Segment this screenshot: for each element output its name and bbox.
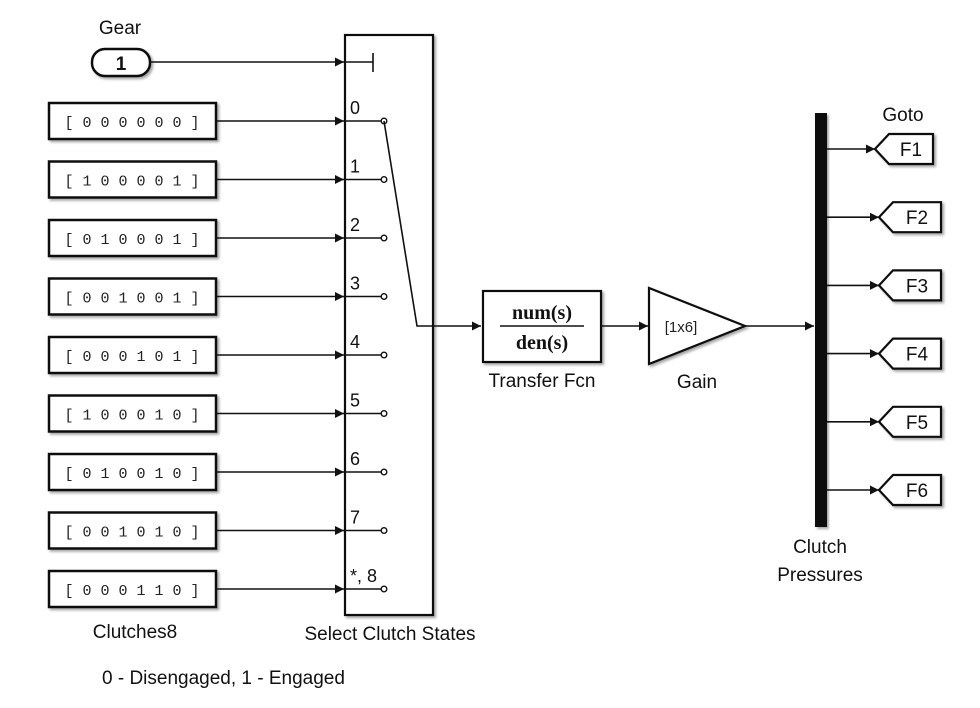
switch-port-label: 1 (350, 157, 360, 177)
switch-port-label: 6 (350, 449, 360, 469)
constant-value: [ 0 0 0 0 0 0 ] (64, 115, 199, 132)
switch-port-contact (380, 468, 388, 476)
constant-block-body[interactable] (47, 101, 218, 141)
goto-label: Goto (882, 105, 923, 126)
demux-label-line1: Clutch (793, 537, 847, 558)
switch-data-port: 3 (345, 274, 388, 301)
switch-port-label: 5 (350, 391, 360, 411)
gear-inport-label: Gear (99, 18, 142, 39)
switch-port-label: 4 (350, 332, 360, 352)
multiport-switch-block[interactable]: 0 1 2 3 4 5 6 7 *, 8 (343, 33, 435, 617)
switch-data-port: 6 (345, 449, 388, 476)
goto-tag-shape[interactable] (877, 269, 943, 302)
switch-port-contact (380, 293, 388, 301)
transfer-fcn-denominator: den(s) (516, 332, 568, 354)
goto-block[interactable]: F6 (877, 473, 943, 507)
switch-port-label: 2 (350, 215, 360, 235)
constant-block[interactable]: [ 1 0 0 0 1 0 ] (47, 394, 218, 433)
gear-inport-number: 1 (116, 54, 127, 75)
constant-value: [ 0 0 0 1 0 1 ] (64, 349, 199, 366)
constant-block[interactable]: [ 0 1 0 0 0 1 ] (47, 218, 218, 258)
transfer-fcn-block[interactable]: num(s) den(s) (481, 289, 603, 364)
switch-data-port: *, 8 (345, 566, 388, 593)
transfer-fcn-numerator: num(s) (512, 302, 572, 324)
switch-block-label: Select Clutch States (304, 624, 475, 645)
goto-block[interactable]: F4 (877, 337, 943, 370)
goto-tag-label: F2 (906, 208, 928, 229)
switch-port-label: *, 8 (350, 566, 377, 586)
constant-value: [ 0 1 0 0 0 1 ] (64, 232, 199, 249)
gain-label: Gain (677, 372, 717, 393)
switch-port-contact (380, 585, 388, 593)
switch-port-contact (380, 351, 388, 359)
goto-tag-shape[interactable] (877, 405, 943, 438)
constant-block[interactable]: [ 0 0 0 1 0 1 ] (47, 335, 218, 375)
goto-tag-shape[interactable] (877, 201, 943, 234)
constant-block[interactable]: [ 0 0 0 1 1 0 ] (47, 569, 218, 609)
goto-block[interactable]: F2 (877, 201, 943, 234)
goto-tag-shape[interactable] (873, 132, 935, 166)
goto-tag-label: F3 (906, 276, 928, 297)
switch-data-port: 2 (345, 215, 388, 242)
transfer-fcn-label: Transfer Fcn (489, 371, 596, 392)
engagement-legend-note: 0 - Disengaged, 1 - Engaged (102, 668, 345, 689)
constant-block-body[interactable] (47, 394, 218, 433)
goto-block[interactable]: F3 (877, 269, 943, 302)
constant-block[interactable]: [ 0 0 1 0 0 1 ] (47, 277, 218, 316)
switch-selected-path (383, 120, 433, 327)
clutch-constants-group: [ 0 0 0 0 0 0 ] [ 1 0 0 0 0 1 ] [ 0 1 0 0 … (47, 101, 344, 609)
goto-tag-label: F4 (906, 345, 929, 366)
switch-port-contact (380, 234, 388, 242)
constant-value: [ 0 0 1 0 1 0 ] (64, 525, 199, 542)
switch-block-body[interactable] (343, 33, 435, 617)
switch-port-label: 3 (350, 274, 360, 294)
switch-data-port: 5 (345, 391, 388, 418)
constant-value: [ 0 0 0 1 1 0 ] (64, 583, 199, 600)
gain-triangle[interactable] (647, 286, 748, 366)
switch-port-contact (380, 527, 388, 535)
switch-data-port: 1 (345, 157, 388, 183)
demux-label-line2: Pressures (777, 565, 863, 586)
switch-port-contact (380, 175, 388, 183)
constant-block[interactable]: [ 0 0 1 0 1 0 ] (47, 511, 218, 550)
switch-data-port: 7 (345, 508, 388, 535)
switch-data-port: 4 (345, 332, 388, 359)
switch-port-label: 0 (350, 98, 360, 118)
goto-tag-label: F6 (906, 481, 928, 502)
constant-block[interactable]: [ 1 0 0 0 0 1 ] (47, 160, 218, 199)
goto-block[interactable]: F1 (873, 132, 935, 166)
constant-block-body[interactable] (47, 277, 218, 316)
goto-tag-label: F5 (906, 413, 928, 434)
constant-block-body[interactable] (47, 452, 218, 492)
goto-tag-shape[interactable] (877, 473, 943, 507)
constant-value: [ 1 0 0 0 1 0 ] (64, 408, 199, 425)
constant-block[interactable]: [ 0 1 0 0 1 0 ] (47, 452, 218, 492)
goto-block[interactable]: F5 (877, 405, 943, 438)
constant-value: [ 0 1 0 0 1 0 ] (64, 466, 199, 483)
gear-inport-block[interactable]: Gear 1 (90, 18, 152, 78)
switch-port-label: 7 (350, 508, 360, 528)
gain-block[interactable]: [1x6] (647, 286, 748, 366)
constant-value: [ 0 0 1 0 0 1 ] (64, 291, 199, 308)
constant-block[interactable]: [ 0 0 0 0 0 0 ] (47, 101, 218, 141)
switch-ports-group: 0 1 2 3 4 5 6 7 *, 8 (345, 98, 388, 593)
constant-block-body[interactable] (47, 569, 218, 609)
clutches-label: Clutches8 (93, 622, 178, 643)
goto-tag-label: F1 (900, 140, 922, 161)
switch-port-contact (380, 410, 388, 418)
demux-bar[interactable] (815, 113, 827, 527)
goto-tag-shape[interactable] (877, 337, 943, 370)
gain-value: [1x6] (665, 319, 698, 336)
constant-value: [ 1 0 0 0 0 1 ] (64, 174, 199, 191)
